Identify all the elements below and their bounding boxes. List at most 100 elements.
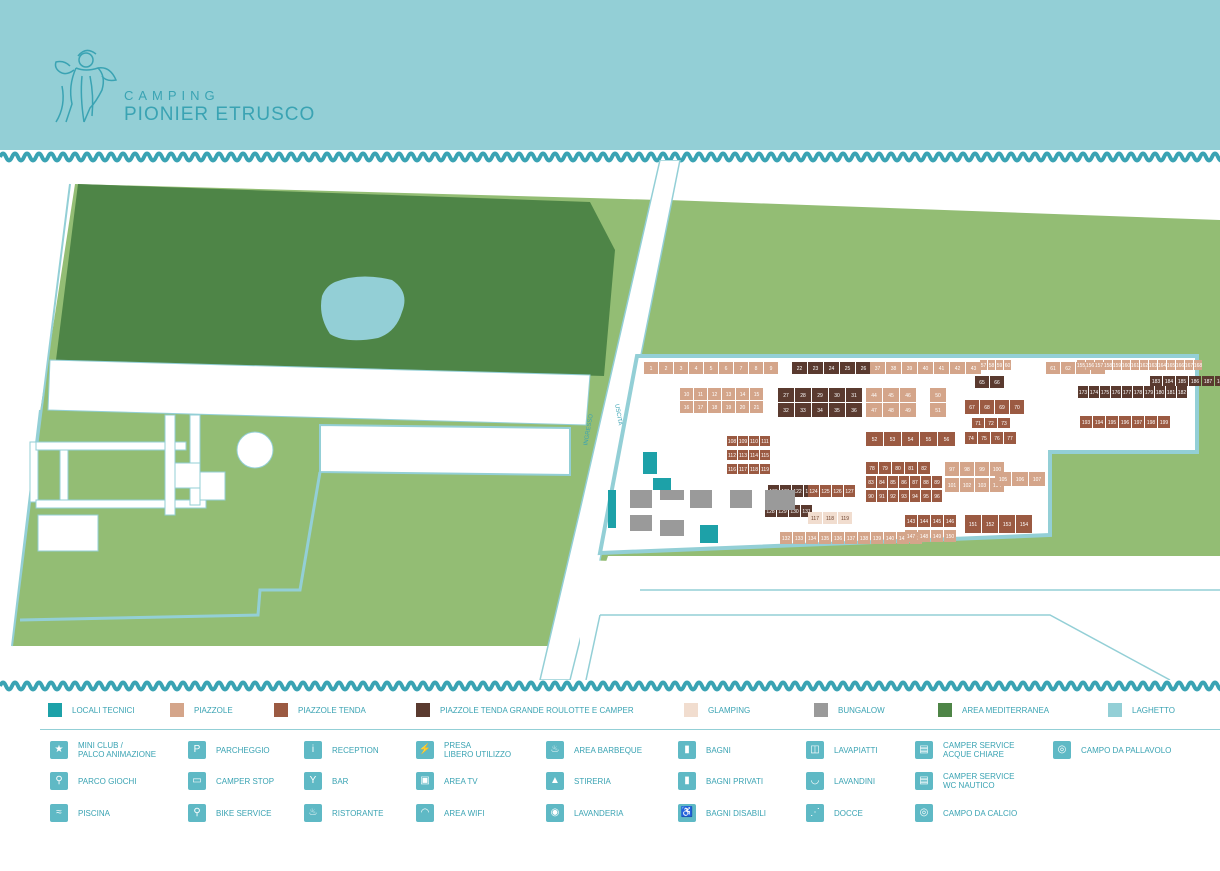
pitch-23[interactable] [808,362,823,374]
pitch-98[interactable] [960,462,974,476]
pitch-119[interactable] [838,512,852,524]
pitch-69[interactable] [995,400,1009,414]
pitch-22[interactable] [792,362,807,374]
pitch-3[interactable] [674,362,688,374]
pitch-102[interactable] [960,478,974,492]
pitch-39[interactable] [902,362,917,374]
pitch-103[interactable] [975,478,989,492]
pitch-34[interactable] [812,403,828,417]
pitch-140[interactable] [884,532,896,544]
pitch-56[interactable] [938,432,955,446]
pitch-8[interactable] [749,362,763,374]
pitch-137[interactable] [845,532,857,544]
pitch-193[interactable] [1080,416,1092,428]
pitch-115[interactable] [760,450,770,460]
pitch-131[interactable] [801,505,812,517]
pitch-77[interactable] [1004,432,1016,444]
pitch-97[interactable] [945,462,959,476]
pitch-9[interactable] [764,362,778,374]
pitch-80[interactable] [892,462,904,474]
pitch-153[interactable] [999,515,1015,533]
pitch-151[interactable] [965,515,981,533]
pitch-180[interactable] [1155,386,1165,398]
pitch-73[interactable] [998,418,1010,428]
pitch-57[interactable] [980,360,987,370]
pitch-58[interactable] [988,360,995,370]
pitch-87[interactable] [910,476,920,488]
pitch-48[interactable] [883,403,899,417]
pitch-174[interactable] [1089,386,1099,398]
pitch-96[interactable] [932,490,942,502]
pitch-44[interactable] [866,388,882,402]
pitch-18[interactable] [708,401,721,413]
pitch-161[interactable] [1131,360,1139,370]
pitch-130[interactable] [789,505,800,517]
pitch-152[interactable] [982,515,998,533]
pitch-185[interactable] [1176,376,1188,386]
pitch-188[interactable] [1215,376,1220,386]
pitch-81[interactable] [905,462,917,474]
pitch-184[interactable] [1163,376,1175,386]
pitch-42[interactable] [950,362,965,374]
pitch-14[interactable] [736,388,749,400]
pitch-21[interactable] [750,401,763,413]
pitch-105[interactable] [995,472,1011,486]
pitch-136[interactable] [832,532,844,544]
pitch-176[interactable] [1111,386,1121,398]
pitch-74[interactable] [965,432,977,444]
pitch-36[interactable] [846,403,862,417]
pitch-186[interactable] [1189,376,1201,386]
pitch-125[interactable] [820,485,831,497]
pitch-144[interactable] [918,515,930,527]
pitch-168[interactable] [1194,360,1202,370]
pitch-196[interactable] [1119,416,1131,428]
pitch-19[interactable] [722,401,735,413]
pitch-101[interactable] [945,478,959,492]
pitch-60[interactable] [1004,360,1011,370]
pitch-70[interactable] [1010,400,1024,414]
pitch-135[interactable] [819,532,831,544]
pitch-163[interactable] [1149,360,1157,370]
pitch-37[interactable] [870,362,885,374]
pitch-49[interactable] [900,403,916,417]
pitch-111[interactable] [760,436,770,446]
pitch-114[interactable] [749,450,759,460]
pitch-93[interactable] [899,490,909,502]
pitch-129[interactable] [777,505,788,517]
pitch-76[interactable] [991,432,1003,444]
pitch-83[interactable] [866,476,876,488]
pitch-179[interactable] [1144,386,1154,398]
pitch-118[interactable] [749,464,759,474]
pitch-90[interactable] [866,490,876,502]
pitch-2[interactable] [659,362,673,374]
pitch-11[interactable] [694,388,707,400]
pitch-35[interactable] [829,403,845,417]
pitch-47[interactable] [866,403,882,417]
pitch-1[interactable] [644,362,658,374]
pitch-132[interactable] [780,532,792,544]
pitch-157[interactable] [1095,360,1103,370]
pitch-72[interactable] [985,418,997,428]
pitch-24[interactable] [824,362,839,374]
pitch-127[interactable] [844,485,855,497]
pitch-61[interactable] [1046,362,1060,374]
pitch-17[interactable] [694,401,707,413]
pitch-126[interactable] [832,485,843,497]
pitch-26[interactable] [856,362,871,374]
pitch-138[interactable] [858,532,870,544]
pitch-159[interactable] [1113,360,1121,370]
pitch-154[interactable] [1016,515,1032,533]
pitch-117[interactable] [738,464,748,474]
pitch-94[interactable] [910,490,920,502]
pitch-110[interactable] [749,436,759,446]
pitch-33[interactable] [795,403,811,417]
pitch-160[interactable] [1122,360,1130,370]
pitch-15[interactable] [750,388,763,400]
pitch-134[interactable] [806,532,818,544]
pitch-106[interactable] [1012,472,1028,486]
pitch-164[interactable] [1158,360,1166,370]
pitch-139[interactable] [871,532,883,544]
pitch-86[interactable] [899,476,909,488]
pitch-173[interactable] [1078,386,1088,398]
pitch-40[interactable] [918,362,933,374]
